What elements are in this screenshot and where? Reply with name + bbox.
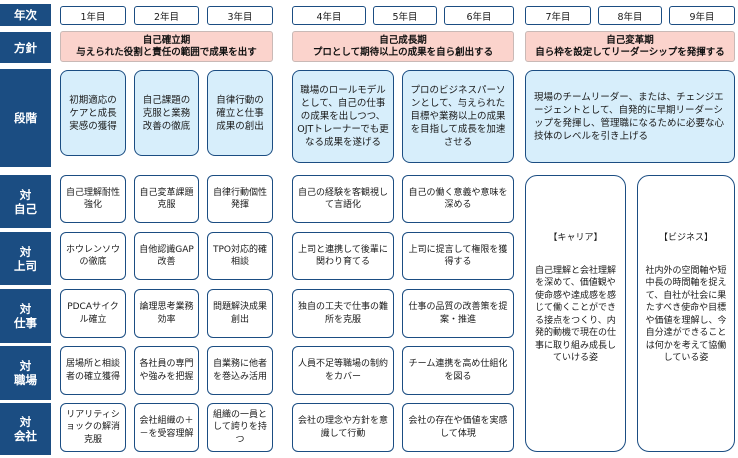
company-year4: 会社の理念や方針を意識して行動 [292,403,394,452]
self-year2: 自己変革課題克服 [134,175,199,223]
work-year2: 論理思考業務効率 [134,289,199,338]
career-box: 【キャリア】 自己理解と会社理解を深めて、価値観や使命感や達成感を感じて働くこと… [525,175,626,452]
stage-year4: 職場のロールモデルとして、自己の仕事の成果を出しつつ、OJTトレーナーでも更なる… [292,70,394,163]
workplace-year1: 居場所と相談者の確立獲得 [60,346,126,395]
boss-year4: 上司と連携して後輩に関わり育てる [292,232,394,280]
workplace-year2: 各社員の専門や強みを把握 [134,346,199,395]
year-9: 9年目 [669,6,735,25]
row-header-year: 年次 [0,4,51,26]
career-title: 【キャリア】 [548,233,603,243]
row-header-policy: 方針 [0,32,51,63]
stage-year7-9: 現場のチームリーダー、または、チェンジエージェントとして、自発的に早期リーダーシ… [525,70,735,163]
company-year2: 会社組織の＋－を受容理解 [134,403,199,452]
year-6: 6年目 [444,6,514,25]
year-2: 2年目 [134,6,199,25]
stage-year3: 自律行動の確立と仕事成果の創出 [207,70,273,156]
workplace-year4: 人員不足等職場の制約をカバー [292,346,394,395]
year-1: 1年目 [60,6,126,25]
boss-year1: ホウレンソウの徹底 [60,232,126,280]
row-header-company: 対会社 [0,403,51,455]
policy-self-establishment: 自己確立期 与えられた役割と責任の範囲で成果を出す [60,31,273,62]
work-year4: 独自の工夫で仕事の難所を克服 [292,289,394,338]
self-year3: 自律行動個性発揮 [207,175,273,223]
boss-year2: 自他認識GAP改善 [134,232,199,280]
policy-self-growth: 自己成長期 プロとして期待以上の成果を自ら創出する [292,31,514,62]
boss-year3: TPO対応的確相談 [207,232,273,280]
company-year5-6: 会社の存在や価値を実感して体現 [402,403,514,452]
stage-year2: 自己課題の克服と業務改善の徹底 [134,70,199,156]
row-header-stage: 段階 [0,69,51,167]
business-body: 社内外の空間軸や短中長の時間軸を捉えて、自社が社会に果たすべき使命や目標や価値を… [645,265,727,364]
policy-self-transformation: 自己変革期 自ら枠を設定してリーダーシップを発揮する [525,31,735,62]
business-title: 【ビジネス】 [658,233,713,243]
company-year1: リアリティショックの解消克服 [60,403,126,452]
workplace-year5-6: チーム連携を高め仕組化を図る [402,346,514,395]
row-header-self: 対自己 [0,175,51,228]
self-year4: 自己の経験を客観視して言語化 [292,175,394,223]
year-4: 4年目 [292,6,366,25]
year-8: 8年目 [598,6,662,25]
stage-year5-6: プロのビジネスパーソンとして、与えられた目標や業務以上の成果を目指して成長を加速… [402,70,514,163]
career-body: 自己理解と会社理解を深めて、価値観や使命感や達成感を感じて働くことができる接点を… [534,265,616,364]
row-header-boss: 対上司 [0,232,51,285]
stage-year1: 初期適応のケアと成長実感の獲得 [60,70,126,156]
work-year1: PDCAサイクル確立 [60,289,126,338]
self-year5-6: 自己の働く意義や意味を深める [402,175,514,223]
row-header-workplace: 対職場 [0,346,51,400]
year-3: 3年目 [207,6,273,25]
company-year3: 組織の一員として誇りを持つ [207,403,273,452]
work-year5-6: 仕事の品質の改善策を提案・推進 [402,289,514,338]
row-header-work: 対仕事 [0,289,51,343]
boss-year5-6: 上司に提言して権限を獲得する [402,232,514,280]
work-year3: 問題解決成果創出 [207,289,273,338]
workplace-year3: 自業務に他者を巻込み活用 [207,346,273,395]
year-7: 7年目 [525,6,591,25]
self-year1: 自己理解耐性強化 [60,175,126,223]
year-5: 5年目 [373,6,437,25]
business-box: 【ビジネス】 社内外の空間軸や短中長の時間軸を捉えて、自社が社会に果たすべき使命… [637,175,735,452]
